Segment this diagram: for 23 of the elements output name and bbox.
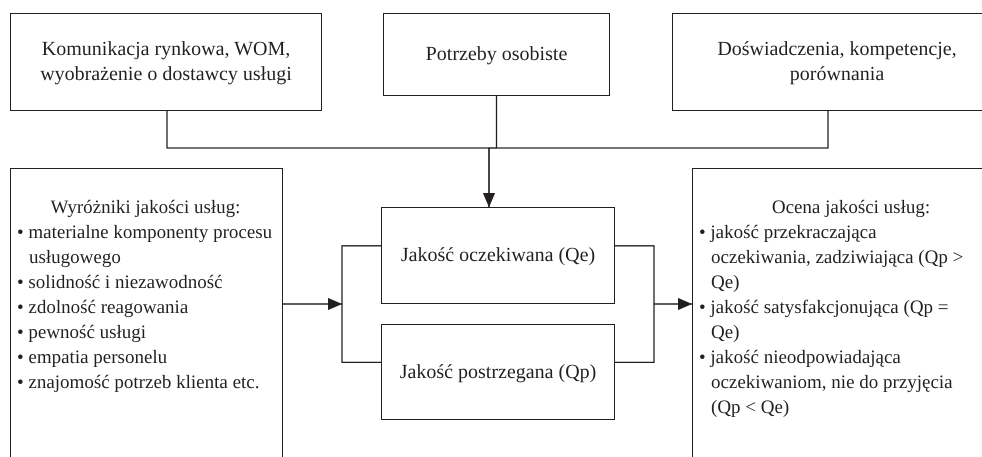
- list-item: • empatia personelu: [17, 346, 168, 370]
- list-item: • zdolność reagowania: [17, 296, 190, 320]
- list-item: • pewność usługi: [17, 321, 148, 345]
- list-item: • solidność i niezawodność: [17, 271, 224, 295]
- list-item: • znajomość potrzeb klienta etc.: [17, 371, 260, 395]
- process-box: [10, 13, 322, 111]
- process-box: [381, 207, 615, 304]
- list-item: • jakość nieodpowiadająca oczekiwaniom, nie do przyjęcia (Qp < Qe): [699, 346, 954, 420]
- process-box: [383, 13, 610, 96]
- box-label: Jakość oczekiwana (Qe): [400, 243, 596, 268]
- process-box: [692, 168, 982, 457]
- box-heading: Ocena jakości usług:: [772, 196, 930, 220]
- box-label: Jakość postrzegana (Qp): [400, 360, 596, 384]
- list-item: • jakość satysfakcjonująca (Qp = Qe): [699, 296, 950, 345]
- process-box: [381, 324, 615, 420]
- box-label: Komunikacja rynkowa, WOM, wyobrażenie o dostawcy usługi: [39, 37, 293, 87]
- process-box: [10, 168, 283, 457]
- process-box: [672, 13, 982, 111]
- box-label: Potrzeby osobiste: [426, 42, 568, 67]
- list-item: • jakość przekraczająca oczekiwania, zadziwiająca (Qp > Qe): [699, 221, 964, 295]
- box-heading: Wyróżniki jakości usług:: [50, 196, 240, 220]
- list-item: • materialne komponenty procesu usługowego: [17, 221, 274, 270]
- box-label: Doświadczenia, kompetencje, porównania: [716, 37, 958, 87]
